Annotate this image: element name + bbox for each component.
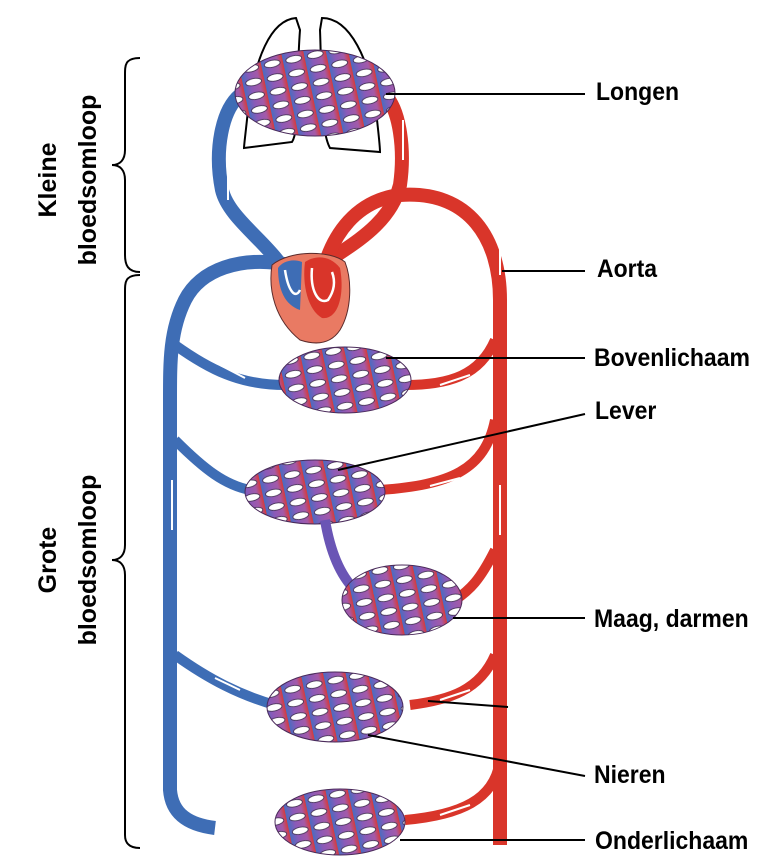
large-circuit-line1: Grote: [34, 526, 62, 594]
upper-body-capillaries: [278, 346, 412, 414]
flow-arrows: [171, 120, 501, 816]
liver-artery: [379, 418, 500, 495]
lung-capillaries: [234, 49, 396, 137]
large-circuit-brace: [111, 274, 141, 849]
kidney-artery: [409, 652, 500, 710]
upper-body-artery: [404, 337, 500, 390]
kidney-capillaries: [266, 671, 404, 743]
leader-lines: [337, 93, 586, 841]
large-circuit-line2: bloedsomloop: [74, 474, 102, 646]
label-aorta: Aorta: [597, 255, 658, 283]
lower-body-artery: [404, 759, 505, 825]
aorta: [313, 187, 507, 845]
label-upper-body: Bovenlichaam: [594, 344, 750, 372]
large-circuit-label: Grote bloedsomloop: [28, 470, 108, 650]
lower-body-capillaries: [274, 788, 406, 856]
intestine-capillaries: [341, 564, 463, 636]
label-kidneys: Nieren: [594, 761, 666, 789]
small-circuit-line1: Kleine: [34, 142, 62, 218]
liver-vein: [171, 436, 252, 495]
portal-vein: [320, 519, 359, 594]
vena-cava: [163, 255, 292, 835]
upper-body-vein: [172, 340, 286, 390]
kidney-vein: [172, 650, 277, 710]
small-circuit-label: Kleine bloedsomloop: [28, 90, 108, 270]
heart: [270, 252, 351, 344]
label-stomach-intestines: Maag, darmen: [594, 605, 749, 633]
label-lower-body: Onderlichaam: [595, 827, 749, 855]
label-liver: Lever: [595, 397, 657, 425]
liver-capillaries: [244, 459, 386, 525]
small-circuit-brace: [111, 57, 141, 273]
small-circuit-line2: bloedsomloop: [74, 94, 102, 266]
label-lungs: Longen: [596, 78, 680, 106]
